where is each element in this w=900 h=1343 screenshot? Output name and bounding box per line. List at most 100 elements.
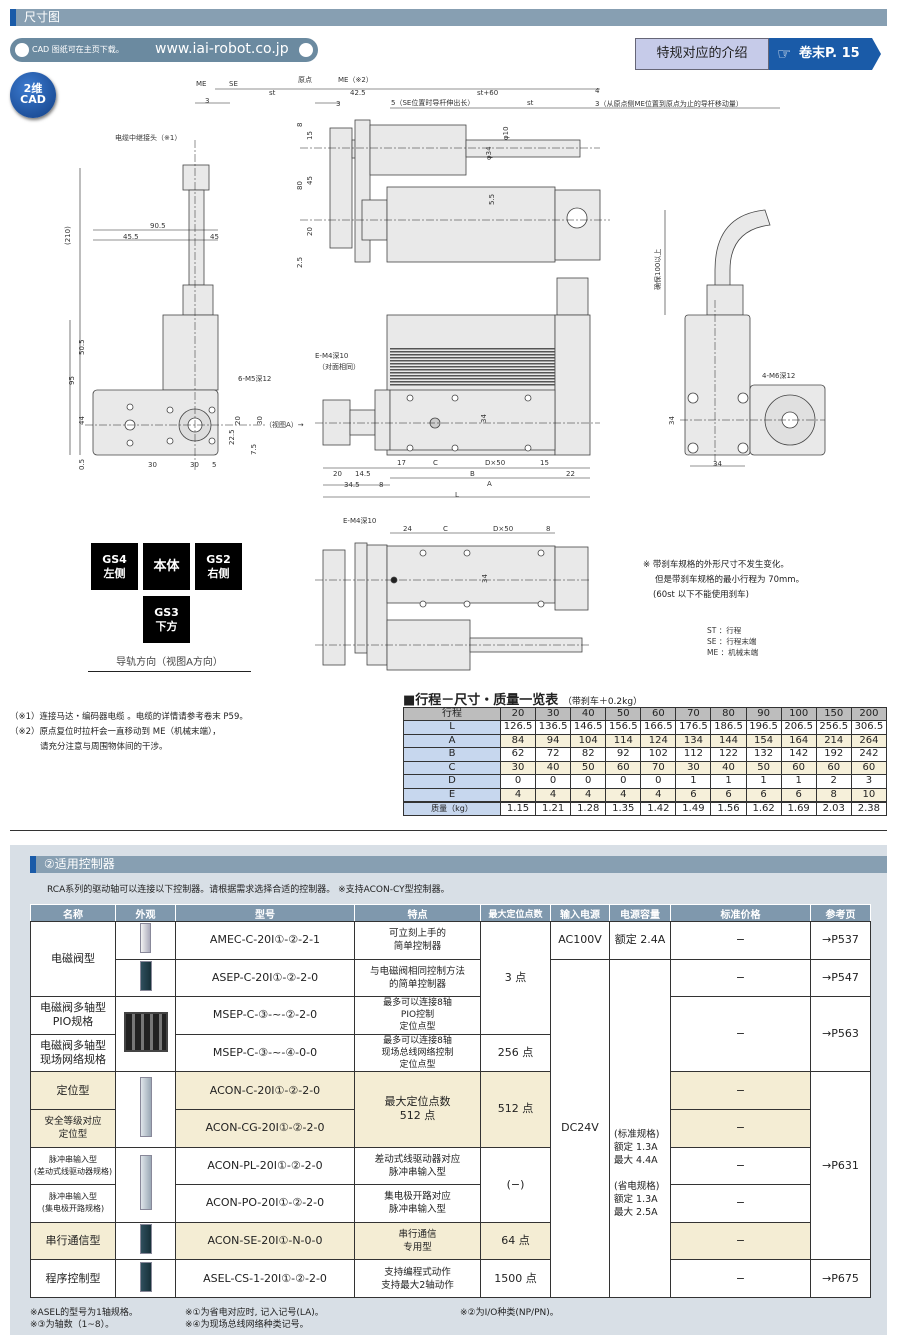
- cell: 186.5: [710, 720, 747, 735]
- cell: 114: [605, 733, 642, 748]
- cell: 104: [570, 733, 607, 748]
- dim-15b: 15: [540, 459, 549, 467]
- cell: 264: [850, 733, 888, 748]
- table-cell: −: [670, 996, 811, 1073]
- cad-download-banner[interactable]: CAD 图纸可在主页下载。 www.iai-robot.co.jp: [10, 38, 318, 62]
- row-key: B: [403, 747, 501, 762]
- cell: 156.5: [605, 720, 642, 735]
- dim-3a: 3: [205, 97, 209, 105]
- dim-30v: 30: [256, 416, 264, 425]
- cell: 166.5: [640, 720, 677, 735]
- table-cell: 脉冲串输入型(集电极开路规格): [30, 1184, 116, 1223]
- dim-30b: 30: [190, 461, 199, 469]
- cell: 0: [535, 774, 572, 789]
- table-cell: AC100V: [550, 921, 610, 960]
- cell: 1.35: [605, 800, 642, 816]
- table-cell: −: [670, 1184, 811, 1223]
- ref-page-link[interactable]: →P547: [810, 958, 871, 998]
- cell: 1: [745, 774, 782, 789]
- cell: 62: [499, 747, 537, 762]
- pointing-hand-icon: ☞: [777, 44, 792, 63]
- footnotes-drawing: （※1）连接马达・编码器电缆 。电缆的详情请参考卷末 P59。（※2）原点复位时…: [10, 712, 248, 752]
- cell: 90: [745, 707, 782, 721]
- cell: 102: [640, 747, 677, 762]
- row-key: C: [403, 760, 501, 775]
- cell: 30: [499, 760, 537, 775]
- table-cell: ACON-PO-20I①-②-2-0: [175, 1184, 355, 1223]
- table-cell: MSEP-C-③-~-④-0-0: [175, 1033, 355, 1073]
- cell: 1.56: [710, 800, 747, 816]
- table-cell: −: [670, 1146, 811, 1186]
- dim-5-5: 5.5: [488, 194, 496, 205]
- table-cell: 集电极开路对应脉冲串输入型: [354, 1184, 481, 1223]
- dim-22: 22: [566, 470, 575, 478]
- cell: 70: [675, 707, 712, 721]
- table-cell: 脉冲串输入型(差动式线驱动器规格): [30, 1146, 116, 1186]
- cell: 122: [710, 747, 747, 762]
- dim-90-5: 90.5: [150, 222, 166, 230]
- table-cell: 1500 点: [480, 1259, 551, 1298]
- table-cell: 安全等级对应定位型: [30, 1108, 116, 1148]
- dimension-drawing: ME SE st 原点 ME（※2） 42.5 st+60 4 3 3 5（SE…: [64, 76, 826, 671]
- cell: 82: [570, 747, 607, 762]
- cell: 4: [605, 787, 642, 802]
- cell: 1.28: [570, 800, 607, 816]
- row-key: A: [403, 733, 501, 748]
- cell: 6: [675, 787, 712, 802]
- dim-20v: 20: [234, 416, 242, 425]
- row-key: 行程: [403, 707, 501, 721]
- table-row: 脉冲串输入型(集电极开路规格) ACON-PO-20I①-②-2-0 集电极开路…: [30, 1184, 871, 1223]
- ref-page-link[interactable]: →P631: [810, 1071, 871, 1261]
- cell: 242: [850, 747, 888, 762]
- table-cell: 定位型: [30, 1071, 116, 1110]
- abbreviation-legend: ST ：行程 SE ：行程末端 ME ：机械末端: [707, 626, 759, 657]
- footnote: ※ASEL的型号为1轴规格。: [30, 1308, 138, 1318]
- ref-page-link[interactable]: →P563: [810, 996, 871, 1073]
- cell: 200: [850, 707, 888, 721]
- dim-34-5: 34.5: [344, 481, 360, 489]
- table-cell: −: [670, 1259, 811, 1298]
- website-link[interactable]: www.iai-robot.co.jp: [155, 41, 289, 57]
- cell: 4: [499, 787, 537, 802]
- table-cell: [115, 1146, 176, 1223]
- dim-st60: st+60: [477, 89, 498, 97]
- cell: 80: [710, 707, 747, 721]
- col-model: 型号: [175, 904, 355, 922]
- table-cell: 额定 2.4A: [609, 921, 671, 960]
- label-me2: ME（※2）: [338, 76, 373, 84]
- footnote: ※③为轴数（1~8）。: [30, 1320, 115, 1330]
- dim-210: (210): [64, 226, 72, 245]
- table-cell: 电磁阀多轴型现场网络规格: [30, 1033, 116, 1073]
- cell: 100: [780, 707, 817, 721]
- asep-controller-image: [139, 960, 152, 991]
- label-cable-relay: 电缆中继接头（※1）: [115, 133, 181, 142]
- table-row: 脉冲串输入型(差动式线驱动器规格) ACON-PL-20I①-②-2-0 差动式…: [30, 1146, 871, 1223]
- cell: 196.5: [745, 720, 782, 735]
- cell: 4: [570, 787, 607, 802]
- label-e-m4-lower: E-M4深10: [343, 516, 376, 525]
- cell: 1.21: [535, 800, 572, 816]
- dim-phi34: φ34: [485, 146, 493, 160]
- ref-page-link[interactable]: →P537: [810, 921, 871, 960]
- dim-a: A: [487, 480, 492, 488]
- table-cell: 程序控制型: [30, 1259, 116, 1298]
- cell: 2.38: [850, 800, 888, 816]
- col-input-power: 输入电源: [550, 904, 610, 922]
- dim-8: 8: [296, 123, 304, 127]
- table-cell: 3 点: [480, 921, 551, 1035]
- ref-page-link[interactable]: →P675: [810, 1259, 871, 1298]
- cell: 1: [710, 774, 747, 789]
- page-reference-button[interactable]: ☞ 卷末P. 15: [769, 38, 881, 70]
- dim-2-5: 2.5: [296, 257, 304, 268]
- row-key: L: [403, 720, 501, 735]
- label-4-m6: 4-M6深12: [762, 371, 795, 380]
- cell: 1: [780, 774, 817, 789]
- cell: 30: [535, 707, 572, 721]
- cell: 8: [815, 787, 852, 802]
- dim-30a: 30: [148, 461, 157, 469]
- special-spec-link[interactable]: 特规对应的介绍 ☞ 卷末P. 15: [635, 38, 881, 70]
- cell: 256.5: [815, 720, 852, 735]
- cell: 50: [570, 760, 607, 775]
